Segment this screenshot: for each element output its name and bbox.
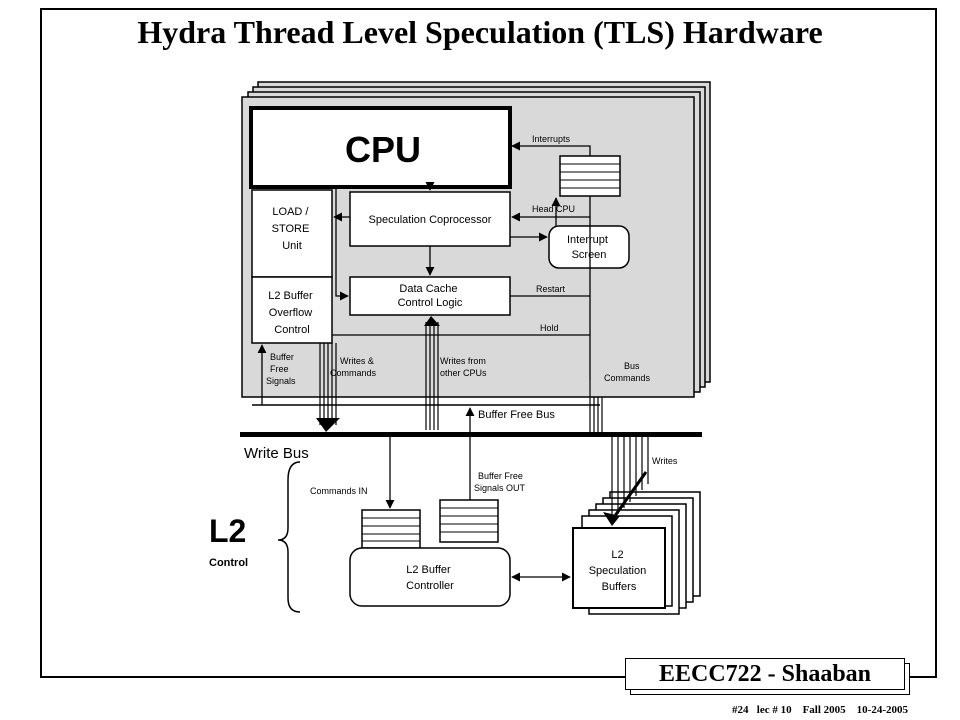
buffer-free-bus-label: Buffer Free Bus	[478, 409, 555, 421]
cpu-to-cache-arrow	[335, 187, 349, 301]
write-bus	[240, 432, 702, 437]
l2-buffer-controller	[349, 547, 511, 607]
commands-in-label: Commands IN	[310, 486, 368, 496]
interrupt-screen	[548, 225, 630, 269]
l2-speculation-buffers	[572, 527, 666, 609]
writes-lines	[603, 437, 649, 526]
writes-commands-bus	[316, 343, 340, 432]
buffer-free-out-queue	[439, 499, 499, 543]
data-cache-label: Data Cache Control Logic	[398, 283, 463, 309]
restart-label: Restart	[536, 284, 566, 294]
cpu-label: CPU	[345, 129, 421, 170]
bus-commands-label: Bus Commands	[604, 361, 651, 383]
course-badge: EECC722 - Shaaban	[625, 658, 910, 695]
l2-control-brace	[277, 461, 301, 613]
spec-coprocessor-label: Speculation Coprocessor	[369, 214, 492, 226]
bus-commands-lines	[589, 380, 603, 432]
l2-control-label: Control	[209, 557, 248, 569]
course-badge-label: EECC722 - Shaaban	[625, 658, 905, 690]
cpu-block	[249, 106, 512, 189]
hold-label: Hold	[540, 323, 559, 333]
writes-from-other-label: Writes from other CPUs	[440, 356, 488, 378]
load-store-label: LOAD / STORE Unit	[272, 206, 313, 252]
writes-label: Writes	[652, 456, 678, 466]
l2-spec-buffers-label: L2 Speculation Buffers	[589, 549, 650, 593]
commands-in-queue	[361, 509, 421, 549]
lecture-footer-note: #24 lec # 10 Fall 2005 10-24-2005	[732, 704, 908, 716]
head-cpu-label: Head CPU	[532, 204, 575, 214]
interrupts-arrow	[511, 141, 591, 156]
l2-big-label: L2	[209, 513, 246, 549]
l2-overflow-label: L2 Buffer Overflow Control	[268, 290, 316, 336]
buffer-free-signals-label: Buffer Free Signals	[266, 352, 296, 386]
writes-commands-label: Writes & Commands	[330, 356, 377, 378]
slide-title: Hydra Thread Level Speculation (TLS) Har…	[137, 14, 823, 50]
writes-from-other-cpus-bus	[424, 316, 440, 430]
load-store-unit	[251, 189, 333, 278]
interrupts-label: Interrupts	[532, 134, 571, 144]
l2-buffer-controller-label: L2 Buffer Controller	[406, 564, 454, 592]
l2-overflow-control	[251, 276, 333, 344]
interrupt-screen-label: Interrupt Screen	[567, 234, 611, 261]
write-bus-label: Write Bus	[244, 445, 309, 462]
buffer-free-out-label: Buffer Free Signals OUT	[474, 471, 526, 493]
interrupt-queue	[559, 155, 621, 197]
